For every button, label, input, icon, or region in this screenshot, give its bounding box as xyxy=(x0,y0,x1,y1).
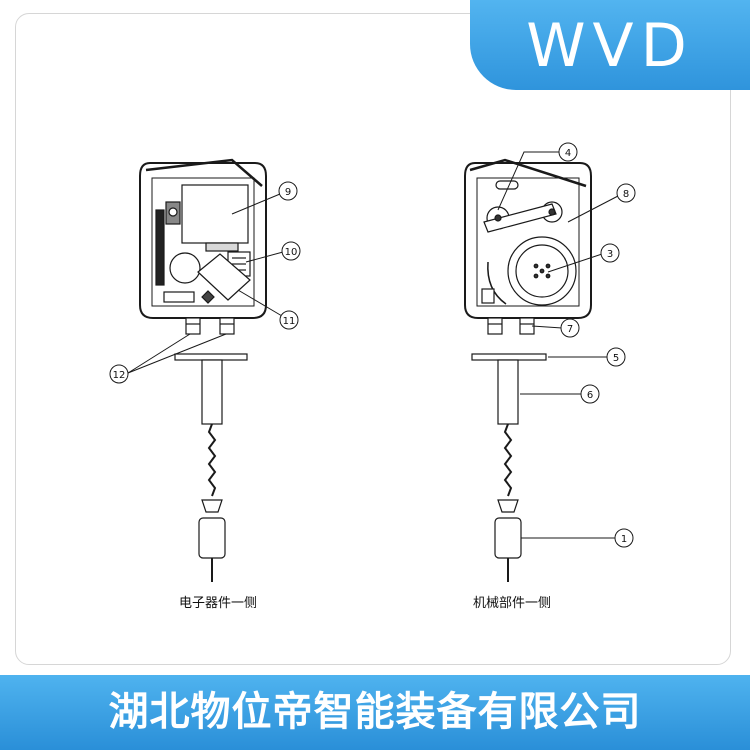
callout-12: 12 xyxy=(113,370,126,381)
right-chain xyxy=(503,423,513,497)
callout-11: 11 xyxy=(283,316,296,327)
callout-1: 1 xyxy=(621,534,627,545)
right-flange xyxy=(471,353,547,361)
right-arm xyxy=(483,203,557,233)
callout-10: 10 xyxy=(285,247,298,258)
left-unit xyxy=(139,158,267,582)
content-frame xyxy=(15,13,731,665)
left-clip xyxy=(201,499,223,513)
left-rail xyxy=(155,209,165,286)
callout-10-circle xyxy=(281,241,301,261)
right-housing-lid-edge xyxy=(469,158,587,188)
callout-4-circle xyxy=(558,142,578,162)
brand-logo-text: WVD xyxy=(526,11,694,81)
callout-7-circle xyxy=(560,318,580,338)
callout-9-circle xyxy=(278,181,298,201)
right-gland-a xyxy=(487,317,503,335)
callout-3-circle xyxy=(600,243,620,263)
left-pcb-connector xyxy=(205,242,239,252)
right-gland-b xyxy=(519,317,535,335)
brand-tab xyxy=(470,0,750,90)
left-housing-lid-edge xyxy=(145,158,263,187)
left-motor-disc xyxy=(169,252,201,284)
right-unit xyxy=(464,158,592,582)
right-callouts xyxy=(497,142,636,548)
callout-8-circle xyxy=(616,183,636,203)
left-weight xyxy=(198,517,226,559)
left-housing-inner xyxy=(151,177,255,307)
callout-3: 3 xyxy=(607,249,613,260)
callout-11-circle xyxy=(279,310,299,330)
left-lever-pivot xyxy=(168,207,178,217)
left-module xyxy=(197,253,251,301)
callout-6: 6 xyxy=(587,390,593,401)
callout-5-circle xyxy=(606,347,626,367)
left-bottom-strip xyxy=(163,291,195,303)
footer-bar xyxy=(0,675,750,750)
callout-7: 7 xyxy=(567,324,573,335)
left-pcb-main xyxy=(181,184,249,244)
right-clip xyxy=(497,499,519,513)
right-weight xyxy=(494,517,522,559)
left-caption: 电子器件一侧 xyxy=(179,596,257,611)
callout-8: 8 xyxy=(623,189,629,200)
left-chain xyxy=(207,423,217,497)
right-arc-guide xyxy=(487,261,507,305)
right-top-slot xyxy=(495,180,519,190)
callout-1-circle xyxy=(614,528,634,548)
company-name: 湖北物位帝智能装备有限公司 xyxy=(108,689,642,735)
left-callouts xyxy=(109,181,301,384)
callout-12-circle xyxy=(109,364,129,384)
callout-5: 5 xyxy=(613,353,619,364)
right-caption: 机械部件一侧 xyxy=(473,596,551,611)
right-tube xyxy=(497,359,519,425)
left-tube xyxy=(201,359,223,425)
left-gland-b xyxy=(219,317,235,335)
callout-6-circle xyxy=(580,384,600,404)
callout-4: 4 xyxy=(565,148,571,159)
right-bottom-block xyxy=(481,288,495,304)
left-flange xyxy=(174,353,248,361)
left-bottom-diamond xyxy=(201,290,215,304)
left-gland-a xyxy=(185,317,201,335)
callout-9: 9 xyxy=(285,187,291,198)
right-housing-inner xyxy=(476,177,580,307)
